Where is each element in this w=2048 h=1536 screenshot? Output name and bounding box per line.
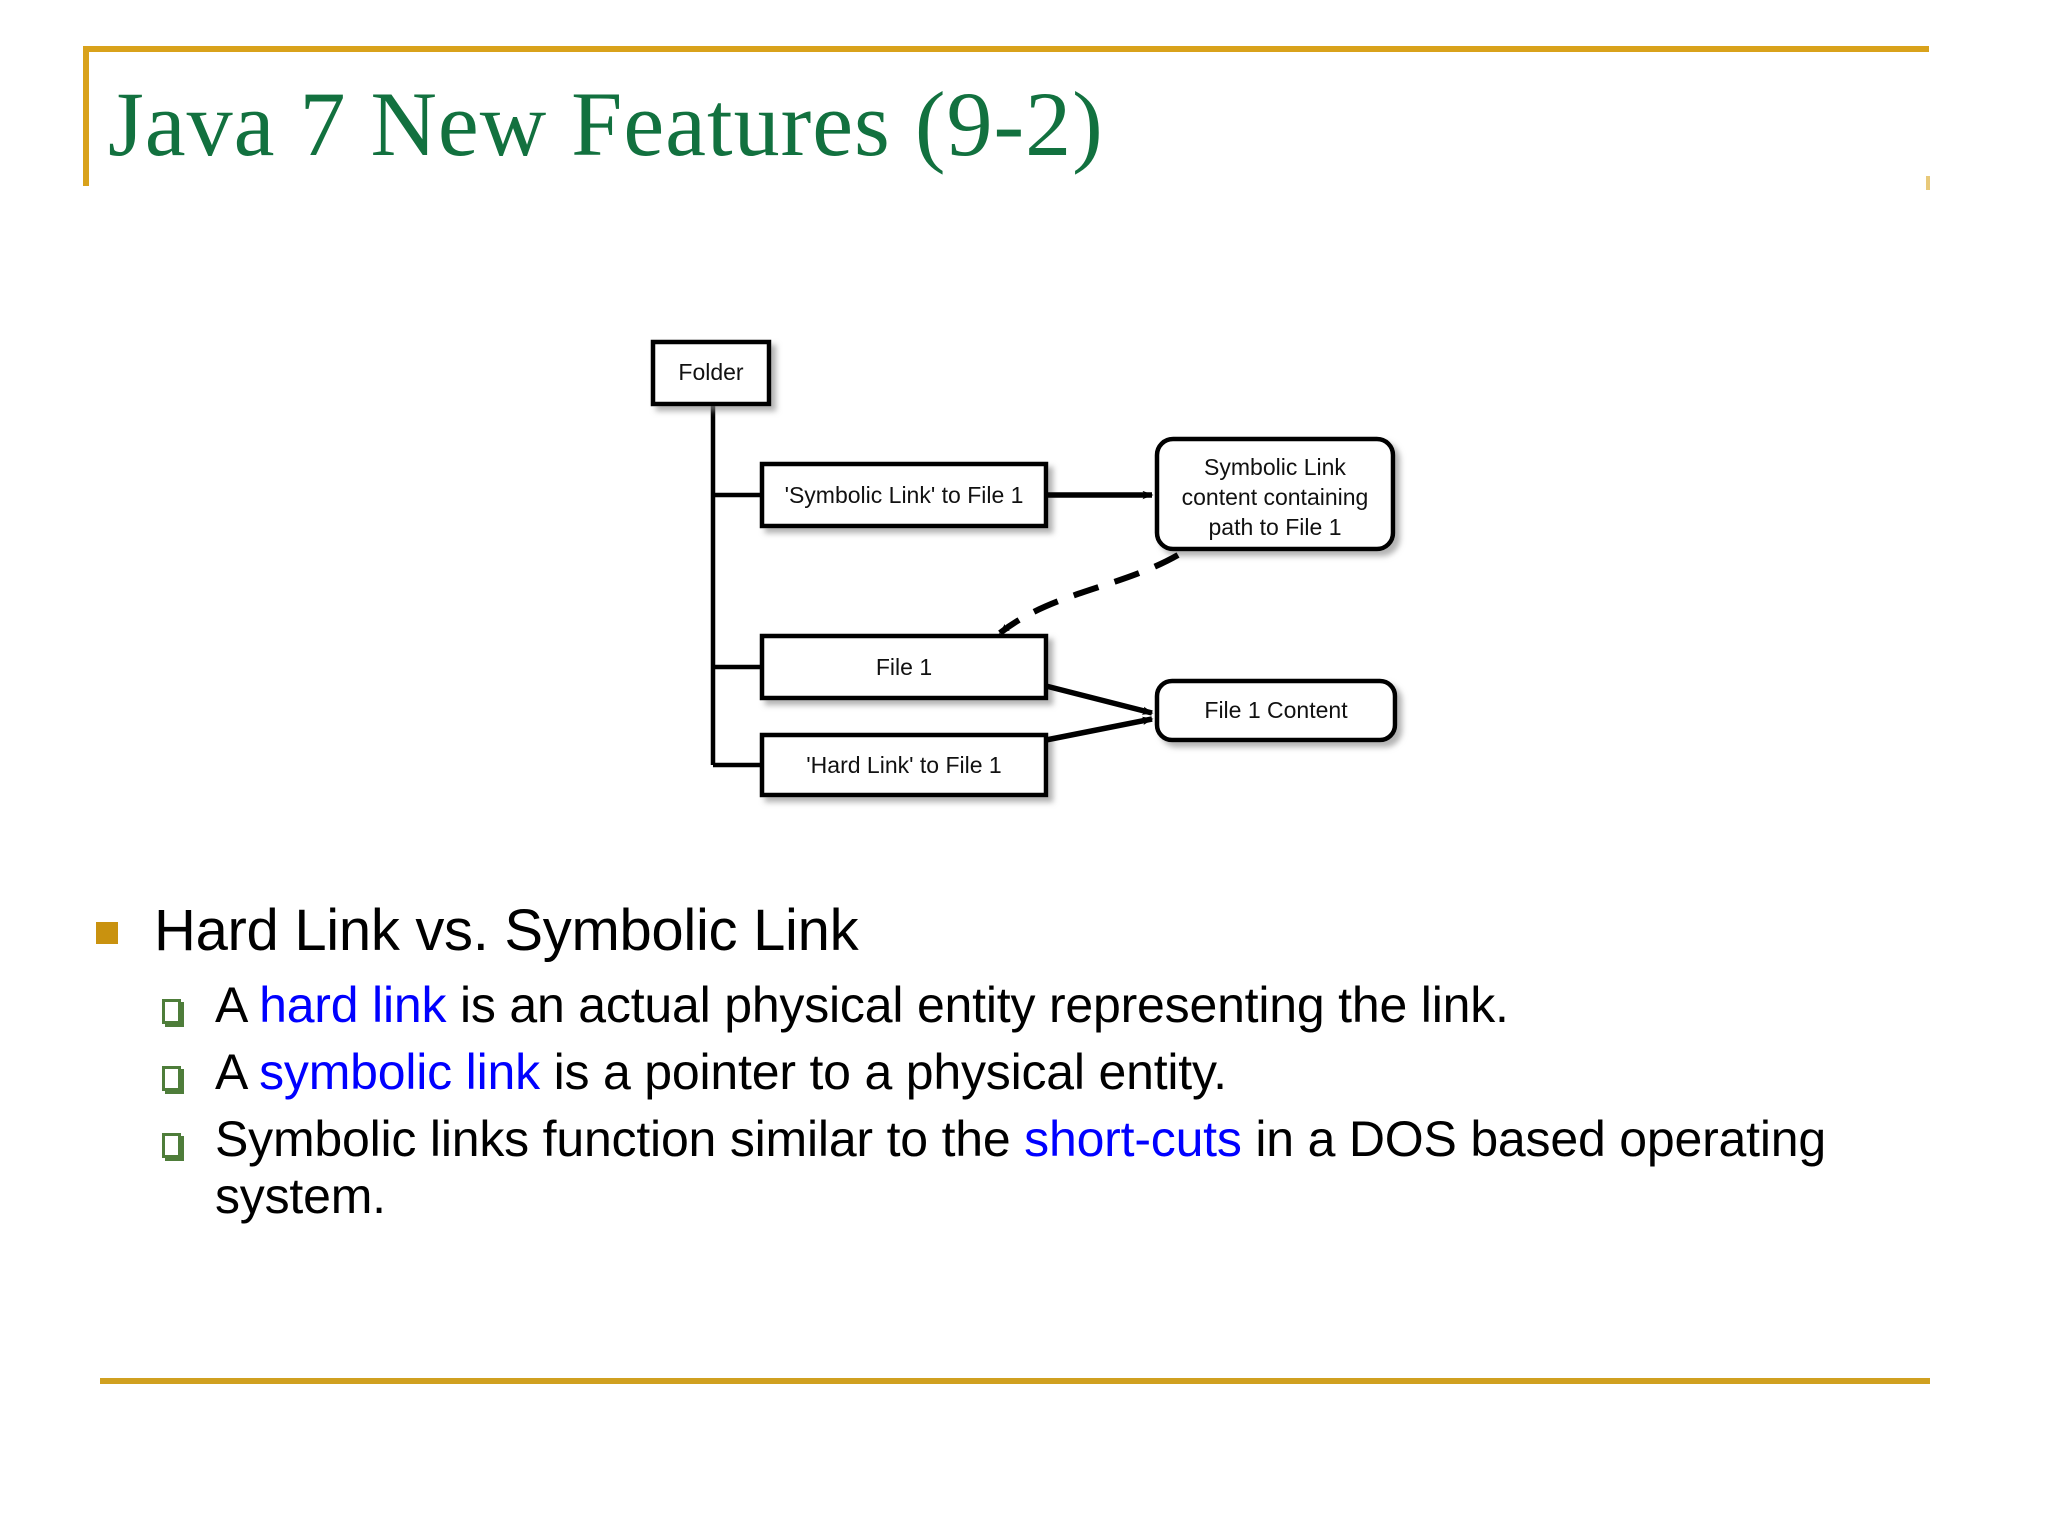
hollow-square-bullet-icon — [162, 1132, 181, 1158]
bullet-level2-label: A hard link is an actual physical entity… — [215, 977, 1509, 1034]
title-frame-left-rule — [83, 46, 89, 186]
bullet-text-highlight: short-cuts — [1024, 1110, 1242, 1167]
arrow-file1-to-content — [1045, 683, 1154, 716]
diagram-node-file1-content: File 1 Content — [1154, 678, 1398, 743]
bullet-text-highlight: hard link — [259, 976, 447, 1033]
bullet-text-post: is a pointer to a physical entity. — [539, 1043, 1227, 1100]
diagram-node-file1: File 1 — [759, 633, 1049, 701]
diagram-node-hard-link-entry: 'Hard Link' to File 1 — [759, 732, 1049, 798]
hollow-square-bullet-icon — [162, 998, 181, 1024]
diagram-node-symbolic-link-entry: 'Symbolic Link' to File 1 — [759, 461, 1049, 529]
folder-tree-connector — [710, 404, 762, 768]
bullet-level2-label: Symbolic links function similar to the s… — [215, 1111, 1835, 1225]
bullet-level2-item: A symbolic link is a pointer to a physic… — [88, 1044, 1958, 1101]
diagram-node-file1-content-label: File 1 Content — [1204, 697, 1348, 723]
square-bullet-icon — [96, 922, 118, 944]
bullet-level1-heading: Hard Link vs. Symbolic Link — [88, 898, 1958, 963]
bullet-text-highlight: symbolic link — [259, 1043, 540, 1100]
diagram-node-folder-label: Folder — [678, 359, 744, 385]
bullet-text-pre: A — [215, 976, 260, 1033]
body-content: Hard Link vs. Symbolic Link A hard link … — [88, 898, 1958, 1235]
bullet-text-post: in a DOS based operating system. — [215, 1110, 1826, 1224]
diagram-node-symbolic-link-content-line2: content containing — [1182, 484, 1369, 510]
diagram-node-symbolic-link-content: Symbolic Link content containing path to… — [1154, 436, 1396, 552]
diagram-node-symbolic-link-entry-label: 'Symbolic Link' to File 1 — [785, 482, 1024, 508]
diagram-node-file1-label: File 1 — [876, 654, 932, 680]
diagram-node-symbolic-link-content-line3: path to File 1 — [1209, 514, 1342, 540]
bullet-level2-item: Symbolic links function similar to the s… — [88, 1111, 1958, 1225]
hollow-square-bullet-icon — [162, 1065, 181, 1091]
arrow-symlink-content-resolves-to-file1 — [998, 552, 1180, 636]
page-title: Java 7 New Features (9-2) — [108, 73, 1104, 175]
diagram-node-symbolic-link-content-line1: Symbolic Link — [1204, 454, 1346, 480]
title-frame-top-rule — [83, 46, 1929, 52]
diagram-node-hard-link-entry-label: 'Hard Link' to File 1 — [806, 752, 1001, 778]
bullet-level2-item: A hard link is an actual physical entity… — [88, 977, 1958, 1034]
title-frame-right-tick — [1926, 176, 1930, 190]
arrow-hardlink-to-content — [1045, 716, 1154, 743]
bullet-text-pre: Symbolic links function similar to the — [215, 1110, 1025, 1167]
bullet-text-pre: A — [215, 1043, 260, 1100]
bullet-level1-label: Hard Link vs. Symbolic Link — [154, 898, 859, 963]
diagram-node-folder: Folder — [650, 339, 772, 407]
bullet-level2-label: A symbolic link is a pointer to a physic… — [215, 1044, 1227, 1101]
hard-link-vs-symbolic-link-diagram: Folder 'Symbolic Link' to File 1 Symboli… — [600, 320, 1460, 830]
footer-rule — [100, 1378, 1930, 1384]
bullet-text-post: is an actual physical entity representin… — [446, 976, 1509, 1033]
